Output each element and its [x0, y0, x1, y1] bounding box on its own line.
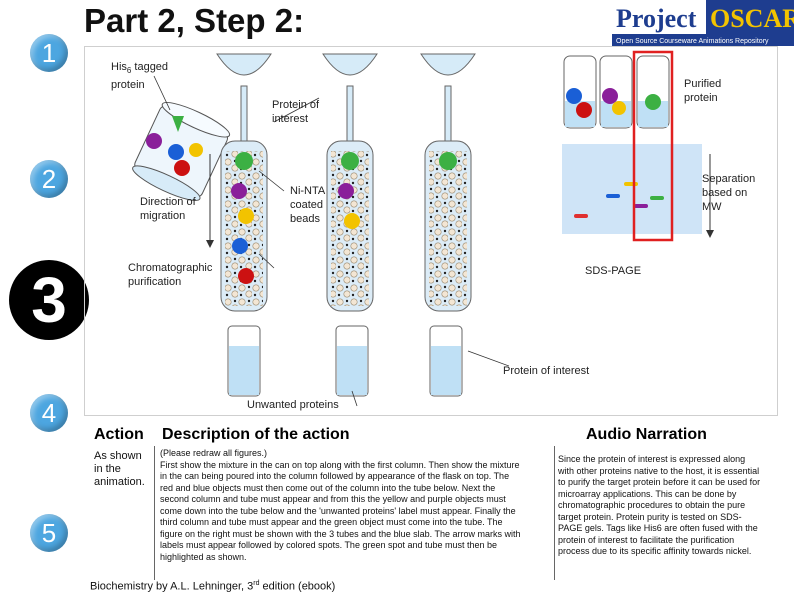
audio-narration-text: Since the protein of interest is express…	[558, 454, 761, 556]
logo-word-project: Project	[616, 4, 697, 33]
project-oscar-logo: Project OSCAR Open Source Courseware Ani…	[612, 0, 794, 46]
purified-tubes	[563, 55, 670, 129]
highlight-box	[632, 50, 674, 242]
description-header: Description of the action	[162, 426, 350, 443]
action-header: Action	[94, 426, 144, 443]
step-2-icon: 2	[30, 160, 68, 198]
step-1-icon: 1	[30, 34, 68, 72]
purple-protein-icon	[146, 133, 162, 149]
divider-1	[154, 446, 155, 580]
reference-citation: Biochemistry by A.L. Lehninger, 3rd edit…	[90, 580, 336, 593]
audio-narration-header: Audio Narration	[586, 426, 707, 443]
step-5-icon: 5	[30, 514, 68, 552]
column-1	[216, 53, 272, 312]
sds-page-gel	[562, 144, 702, 234]
step-4-icon: 4	[30, 394, 68, 432]
chromatography-diagram	[132, 50, 714, 407]
label-sds-page: SDS-PAGE	[585, 265, 642, 277]
tube-3	[429, 325, 463, 397]
logo-word-oscar: OSCAR	[710, 4, 794, 33]
description-text: (Please redraw all figures.) First show …	[160, 448, 521, 562]
blue-protein-icon	[168, 144, 184, 160]
column-3	[420, 53, 476, 312]
column-2	[322, 53, 378, 312]
page-title: Part 2, Step 2:	[84, 2, 305, 39]
tube-2	[335, 325, 369, 397]
red-protein-icon	[174, 160, 190, 176]
tube-1	[227, 325, 261, 397]
label-unwanted-proteins: Unwanted proteins	[247, 399, 339, 411]
yellow-protein-icon	[189, 143, 203, 157]
step-3-icon: 3	[9, 260, 89, 340]
label-protein-of-interest-bottom: Protein of interest	[503, 365, 590, 377]
divider-2	[554, 446, 555, 580]
green-protein-icon	[172, 116, 184, 132]
diagram-panel	[84, 46, 778, 416]
logo-tagline: Open Source Courseware Animations Reposi…	[616, 38, 769, 45]
